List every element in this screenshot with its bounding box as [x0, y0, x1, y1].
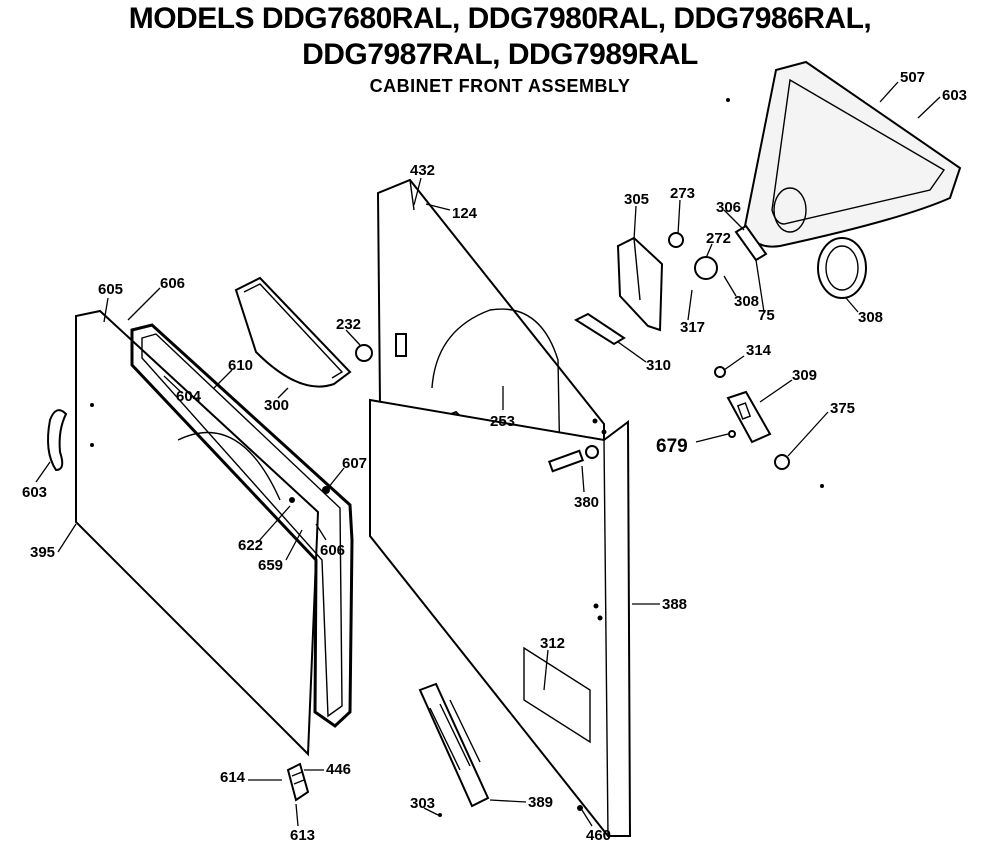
- part-679: [728, 430, 736, 438]
- callout-606: 606: [160, 275, 185, 292]
- callout-308: 308: [734, 293, 759, 310]
- callout-375: 375: [830, 400, 855, 417]
- toe-kick-grille: [418, 682, 490, 808]
- callout-614: 614: [220, 769, 246, 786]
- callout-613: 613: [290, 827, 315, 844]
- callout-272: 272: [706, 230, 731, 247]
- callout-273: 273: [670, 185, 695, 202]
- duct-ring-308: [817, 237, 867, 299]
- callout-314: 314: [746, 342, 772, 359]
- part-314: [714, 366, 726, 378]
- shaft-380: [547, 445, 599, 473]
- door-seal-frame: [130, 323, 354, 728]
- door-switch-309: [726, 390, 772, 444]
- callout-317: 317: [680, 319, 705, 336]
- callout-380: 380: [574, 494, 599, 511]
- callout-253: 253: [490, 413, 515, 430]
- callout-389: 389: [528, 794, 553, 811]
- callout-659: 659: [258, 557, 283, 574]
- callout-395: 395: [30, 544, 55, 561]
- cabinet-front-lower: [369, 398, 632, 837]
- callout-432: 432: [410, 162, 435, 179]
- door-panel: [75, 309, 320, 757]
- callout-388: 388: [662, 596, 687, 613]
- callout-604: 604: [176, 388, 202, 405]
- callout-124: 124: [452, 205, 478, 222]
- callout-300: 300: [264, 397, 289, 414]
- part-375: [774, 454, 790, 470]
- callout-labels: 507 603 432 124 305 273 306 272 308 75 3…: [22, 69, 967, 844]
- callout-303: 303: [410, 795, 435, 812]
- callout-308: 308: [858, 309, 883, 326]
- leader-lines: [35, 81, 941, 827]
- callout-603: 603: [942, 87, 967, 104]
- part-232: [355, 344, 373, 362]
- diagram-title: MODELS DDG7680RAL, DDG7980RAL, DDG7986RA…: [128, 2, 872, 35]
- plate-310: [573, 312, 626, 346]
- door-hinge: [286, 762, 310, 802]
- callout-75: 75: [758, 307, 775, 324]
- callout-606: 606: [320, 542, 345, 559]
- callout-610: 610: [228, 357, 253, 374]
- callout-446: 446: [326, 761, 351, 778]
- callout-310: 310: [646, 357, 671, 374]
- callout-306: 306: [716, 199, 741, 216]
- callout-605: 605: [98, 281, 123, 298]
- callout-460: 460: [586, 827, 611, 844]
- door-handle: [47, 409, 68, 472]
- front-bulkhead: [743, 60, 962, 248]
- part-273: [668, 232, 684, 248]
- callout-607: 607: [342, 455, 367, 472]
- callout-309: 309: [792, 367, 817, 384]
- callout-305: 305: [624, 191, 649, 208]
- callout-622: 622: [238, 537, 263, 554]
- callout-312: 312: [540, 635, 565, 652]
- diagram-subtitle: CABINET FRONT ASSEMBLY: [369, 76, 631, 96]
- callout-603: 603: [22, 484, 47, 501]
- part-272: [694, 256, 718, 280]
- diagram-title-models: DDG7987RAL, DDG7989RAL: [302, 38, 698, 71]
- bracket-305: [616, 236, 664, 332]
- callout-232: 232: [336, 316, 361, 333]
- callout-507: 507: [900, 69, 925, 86]
- callout-679: 679: [656, 436, 688, 457]
- lint-filter: [234, 276, 352, 388]
